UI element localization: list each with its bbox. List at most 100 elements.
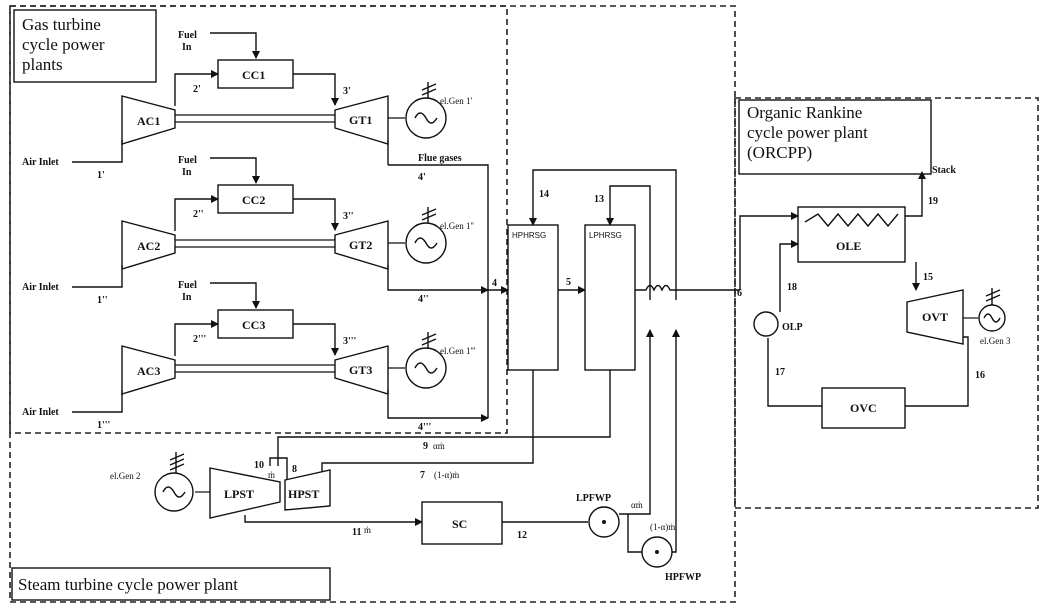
state-4-label: 4: [492, 278, 497, 289]
stack-label: Stack: [932, 165, 956, 176]
fuel-line-1: [210, 32, 260, 59]
olp: [753, 311, 779, 337]
one-minus-alpha-flow-label: (1-α)ṁ: [650, 522, 675, 532]
state-2-label-3: 2''': [193, 334, 207, 345]
flow-18: [779, 240, 799, 312]
fuel-in-label-3: In: [182, 292, 192, 303]
hpfwp-dot: [655, 550, 659, 554]
fuel-label-2: Fuel: [178, 155, 197, 166]
flow-11: [244, 515, 423, 526]
state-3-label-3: 3''': [343, 336, 357, 347]
flue-gases-label: Flue gases: [418, 153, 462, 164]
flow-19: [905, 171, 926, 217]
alpha-flow-label: αṁ: [631, 500, 643, 510]
generator-1-3-wave-icon: [414, 362, 438, 374]
lp-to-hp-branch: [627, 514, 642, 553]
flue-gas-collector: [388, 164, 489, 418]
air-compressor-3: [121, 345, 176, 395]
state-1-label-1: 1': [97, 170, 105, 181]
shaft-1: [175, 114, 335, 123]
olp-label: OLP: [782, 322, 803, 333]
state-13-label: 13: [594, 194, 604, 205]
air-inlet-label-2: Air Inlet: [22, 282, 59, 293]
state-3-label-1: 3': [343, 86, 351, 97]
hpst-label: HPST: [288, 487, 319, 501]
fuel-in-label-1: In: [182, 42, 192, 53]
flow-2-2: [174, 195, 219, 231]
flow-4-2: [387, 265, 489, 294]
state-4-label-2: 4'': [418, 294, 429, 305]
state-1-label-3: 1''': [97, 420, 111, 431]
lp-hrsg-label: LPHRSG: [589, 231, 622, 240]
combustion-chamber-1: [217, 59, 294, 89]
air-compressor-2: [121, 220, 176, 270]
ole: [797, 206, 906, 263]
state-2-label-1: 2': [193, 84, 201, 95]
ac-label-3: AC3: [137, 364, 160, 378]
generator-3-wave-icon: [983, 313, 1001, 323]
state-8-label: 8: [292, 464, 297, 475]
state-7-flow: (1-α)ṁ: [434, 470, 459, 480]
lpfwp-out: [619, 329, 654, 515]
orc-title-box: [738, 99, 932, 175]
gt-label-1: GT1: [349, 113, 372, 127]
air-compressor-1: [121, 95, 176, 145]
steam-title-box: [11, 567, 331, 601]
flow-13: [606, 185, 651, 300]
generator-3-label: el.Gen 3: [980, 336, 1011, 346]
gas-turbine-region: [9, 5, 508, 434]
flow-2-3: [174, 320, 219, 356]
lpst-label: LPST: [224, 487, 254, 501]
ovc: [821, 387, 906, 429]
flow-2-1: [174, 70, 219, 106]
state-10-label: 10: [254, 460, 264, 471]
air-inlet-line-2: [72, 265, 123, 288]
flow-16: [905, 336, 969, 407]
air-inlet-line-1: [72, 140, 123, 163]
state-9-flow: αṁ: [433, 441, 445, 451]
flow-4-3: [387, 390, 489, 422]
ovt-label: OVT: [922, 310, 948, 324]
generator-1-1-ground-icon: [421, 82, 437, 98]
state-4-label-1: 4': [418, 172, 426, 183]
hp-hrsg-label: HPHRSG: [512, 231, 546, 240]
gt-label-2: GT2: [349, 238, 372, 252]
ole-coil: [804, 212, 899, 228]
steam-region-title: Steam turbine cycle power plant: [18, 575, 238, 594]
gas-title-line-3: plants: [22, 55, 63, 74]
state-10-flow: ṁ: [268, 470, 275, 480]
gas-title-box: [13, 9, 157, 83]
state-15-label: 15: [923, 272, 933, 283]
flow-8: [269, 457, 288, 480]
state-4-label-3: 4''': [418, 422, 432, 433]
hpfwp-out: [672, 329, 680, 553]
generator-3-ground-icon: [985, 288, 1001, 305]
gas-title-line-2: cycle power: [22, 35, 105, 54]
generator-1-2-label: el.Gen 1'': [440, 221, 474, 231]
fuel-line-2: [210, 157, 260, 184]
orc-title-line-3: (ORCPP): [747, 143, 812, 162]
orc-region: [734, 97, 1039, 509]
orc-title-line-2: cycle power plant: [747, 123, 868, 142]
state-2-label-2: 2'': [193, 209, 204, 220]
lpfwp-dot: [602, 520, 606, 524]
state-19-label: 19: [928, 196, 938, 207]
ovc-label: OVC: [850, 401, 877, 415]
state-18-label: 18: [787, 282, 797, 293]
generator-1-1-label: el.Gen 1': [440, 96, 472, 106]
state-3-label-2: 3'': [343, 211, 354, 222]
fuel-line-3: [210, 282, 260, 309]
orc-title-line-1: Organic Rankine: [747, 103, 862, 122]
air-inlet-line-3: [72, 390, 123, 413]
state-5-label: 5: [566, 277, 571, 288]
state-11-label: 11: [352, 527, 361, 538]
air-inlet-label-3: Air Inlet: [22, 407, 59, 418]
flow-6-in-orc: [739, 212, 799, 290]
lpfwp-label: LPFWP: [576, 493, 611, 504]
state-9-label: 9: [423, 441, 428, 452]
state-16-label: 16: [975, 370, 985, 381]
flow-6: [635, 284, 740, 292]
fuel-in-label-2: In: [182, 167, 192, 178]
gas-region-title: Gas turbine cycle power plants: [22, 15, 109, 74]
